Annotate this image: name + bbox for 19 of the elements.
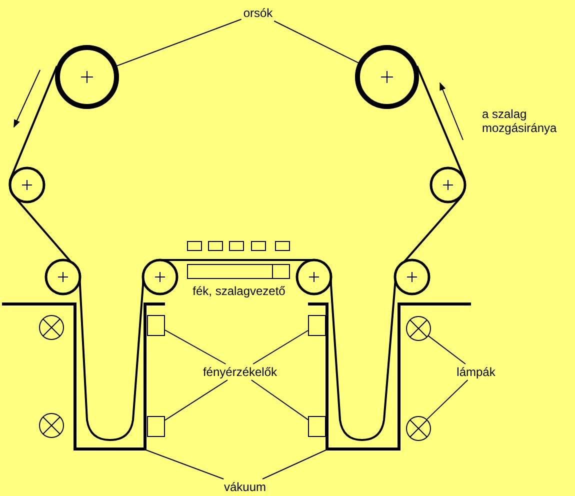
callout-label: vákuum (224, 480, 266, 494)
callout-label: orsók (243, 6, 273, 20)
reel (55, 45, 119, 109)
vacuum-chamber (0, 302, 167, 452)
reel (355, 45, 419, 109)
callout-label: fényérzékelők (202, 365, 278, 379)
part-label: fék, szalagvezető (192, 284, 286, 298)
leader-line (427, 335, 466, 364)
leader-line (250, 380, 308, 420)
leader-line (146, 450, 224, 480)
direction-note: a szalag mozgásiránya (482, 107, 558, 135)
leader-line (262, 450, 326, 480)
leader-line (116, 18, 242, 66)
callout-label: lámpák (456, 365, 496, 379)
leader-line (164, 330, 226, 364)
leader-line (274, 20, 359, 64)
leader-line (426, 380, 468, 420)
leader-line (252, 330, 308, 364)
leader-line (164, 380, 228, 421)
